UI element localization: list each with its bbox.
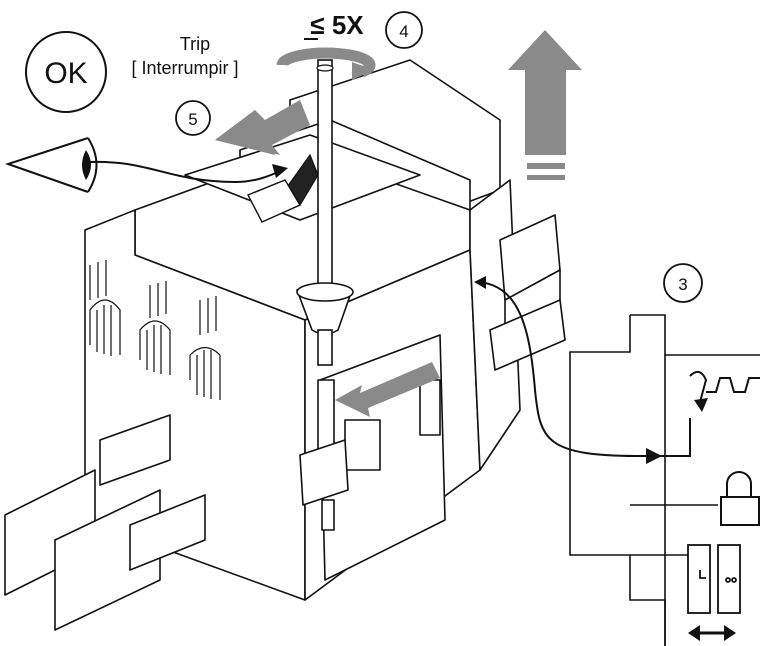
step-5-marker: 5 [175,100,211,136]
ok-label: OK [44,57,87,90]
step-3-marker: 3 [663,263,703,303]
vent-slots [89,260,221,400]
trip-direction-arrow [215,100,310,155]
detail-connector-line [477,281,641,457]
step-4-number: 4 [399,22,408,41]
breaker-body [4,59,566,631]
trip-label: Trip [180,34,210,54]
step-4-marker: 4 [385,11,423,49]
eye-pointer-arrowhead [272,164,288,178]
padlock-icon [720,471,760,526]
eye-icon [4,137,98,193]
detail-panel [569,314,760,646]
connector-arrowhead-top [474,276,486,289]
rotate-arrow-icon [276,47,376,80]
crank-tool [295,59,354,366]
rotation-limit-label: ≤ 5X [310,10,364,40]
step-5-number: 5 [188,110,197,129]
withdraw-up-arrow [508,30,582,180]
connector-arrowhead-panel [646,448,662,464]
ok-badge: OK [25,31,107,113]
reset-curl-icon [689,370,760,412]
shutter-slider-icon [687,544,741,614]
double-arrow-icon [688,625,736,641]
eye-pointer-line [89,160,283,184]
step-3-number: 3 [678,275,687,294]
trip-translation-label: [ Interrumpir ] [131,58,238,78]
slide-direction-arrow [335,362,440,417]
